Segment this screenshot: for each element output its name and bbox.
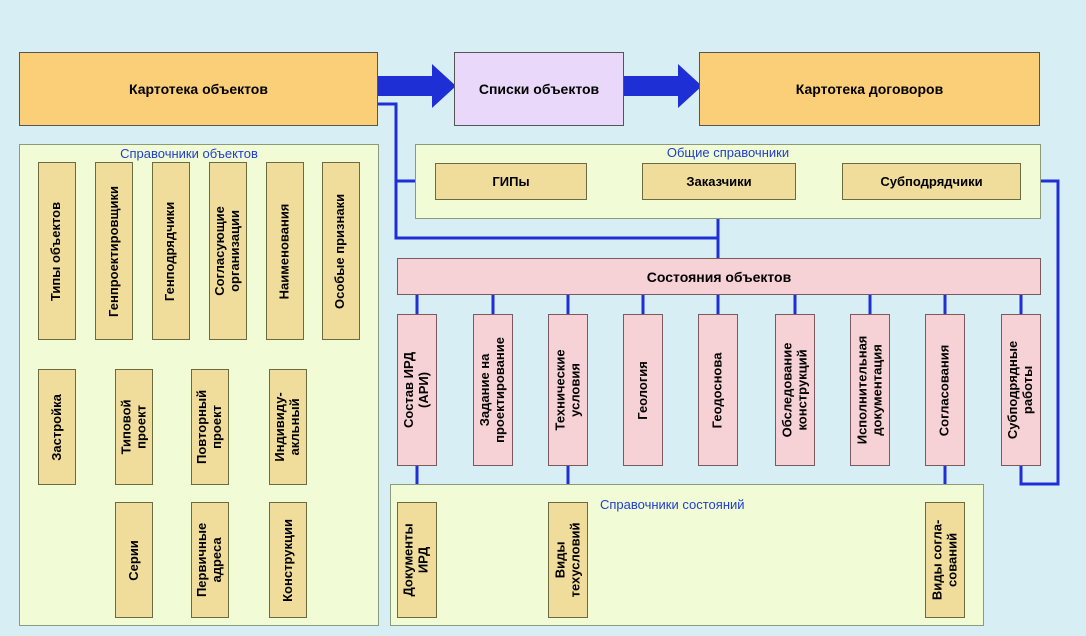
ref-label: Наименования — [276, 203, 292, 299]
state-label: Геодоснова — [709, 352, 725, 428]
state-box: Технические условия — [548, 314, 588, 466]
state-label: Субподрядные работы — [1005, 340, 1035, 440]
state-label: Согласования — [936, 344, 952, 436]
ref-label: Конструкции — [279, 518, 295, 602]
ref-box: Застройка — [38, 369, 76, 485]
ref-box: Индивиду- акльный — [269, 369, 307, 485]
state-box: Состав ИРД (АРИ) — [397, 314, 437, 466]
object-states-label: Состояния объектов — [646, 268, 792, 285]
state-ref-label: Виды техусловий — [552, 522, 583, 598]
state-box: Обследование конструкций — [775, 314, 815, 466]
subcontractors-box: Субподрядчики — [842, 163, 1021, 200]
state-label: Состав ИРД (АРИ) — [401, 351, 432, 429]
ref-label: Повторный проект — [194, 389, 225, 465]
gip-label: ГИПы — [492, 174, 530, 189]
customers-label: Заказчики — [686, 174, 752, 189]
ref-label: Индивиду- акльный — [272, 392, 302, 462]
ref-label: Особые признаки — [332, 193, 348, 309]
state-ref-label: Виды согла- сований — [929, 519, 959, 601]
ref-box: Конструкции — [269, 502, 307, 618]
state-ref-label: Документы ИРД — [401, 523, 431, 597]
ref-label: Застройка — [48, 393, 64, 461]
state-ref-box: Виды согла- сований — [925, 502, 965, 618]
state-box: Задание на проектирование — [473, 314, 513, 466]
state-box: Исполнительная документация — [850, 314, 890, 466]
ref-box: Генподрядчики — [152, 162, 190, 340]
ref-box: Первичные адреса — [191, 502, 229, 618]
ref-box: Повторный проект — [191, 369, 229, 485]
spiski-objects-label: Списки объектов — [478, 81, 600, 97]
state-label: Задание на проектирование — [477, 337, 507, 443]
state-box: Субподрядные работы — [1001, 314, 1041, 466]
ref-label: Генподрядчики — [162, 201, 178, 301]
state-label: Технические условия — [552, 349, 582, 431]
state-refs-title: Справочники состояний — [600, 497, 745, 512]
arrow-right-icon — [624, 64, 702, 108]
ref-box: Наименования — [266, 162, 304, 340]
state-box: Согласования — [925, 314, 965, 466]
ref-box: Генпроектировщики — [95, 162, 133, 340]
arrow-right-icon — [378, 64, 456, 108]
object-refs-title: Справочники объектов — [120, 146, 258, 161]
ref-label: Согласующие организации — [212, 206, 243, 296]
ref-box: Особые признаки — [322, 162, 360, 340]
state-refs-panel — [390, 484, 984, 626]
ref-label: Типы объектов — [48, 201, 64, 301]
state-label: Обследование конструкций — [779, 342, 809, 438]
state-label: Геология — [634, 360, 650, 420]
kartoteka-objects-label: Картотека объектов — [129, 81, 268, 97]
kartoteka-contracts-box: Картотека договоров — [699, 52, 1040, 126]
state-ref-box: Виды техусловий — [548, 502, 588, 618]
ref-box: Типовой проект — [115, 369, 153, 485]
subcontractors-label: Субподрядчики — [880, 174, 983, 189]
state-label: Исполнительная документация — [854, 335, 885, 445]
ref-label: Генпроектировщики — [105, 185, 121, 317]
ref-label: Первичные адреса — [194, 522, 225, 598]
ref-box: Серии — [115, 502, 153, 618]
ref-box: Типы объектов — [38, 162, 76, 340]
kartoteka-objects-box: Картотека объектов — [19, 52, 378, 126]
ref-box: Согласующие организации — [209, 162, 247, 340]
ref-label: Серии — [125, 539, 141, 581]
general-refs-title: Общие справочники — [666, 145, 790, 160]
kartoteka-contracts-label: Картотека договоров — [795, 81, 944, 97]
object-states-bar: Состояния объектов — [397, 258, 1041, 295]
ref-label: Типовой проект — [118, 399, 149, 455]
state-box: Геология — [623, 314, 663, 466]
state-box: Геодоснова — [698, 314, 738, 466]
state-ref-box: Документы ИРД — [397, 502, 437, 618]
customers-box: Заказчики — [642, 163, 796, 200]
gip-box: ГИПы — [435, 163, 587, 200]
spiski-objects-box: Списки объектов — [454, 52, 624, 126]
